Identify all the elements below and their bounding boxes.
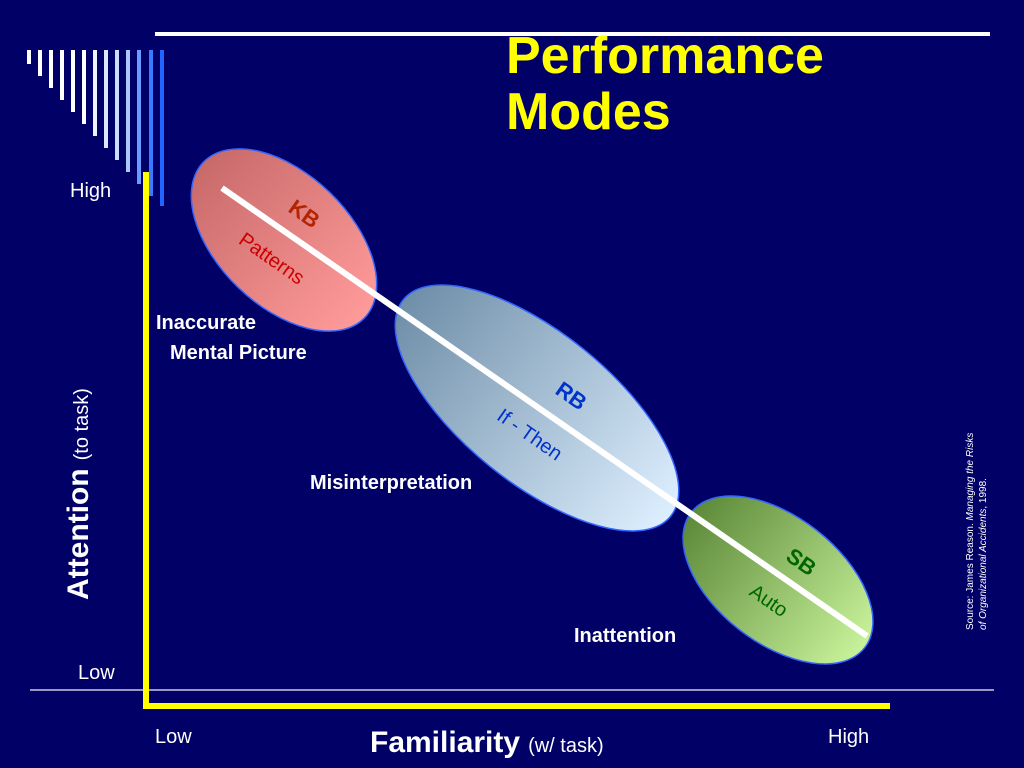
sb-ellipse [682, 495, 874, 665]
rb-error-label: Misinterpretation [310, 472, 473, 494]
page-title: Performance Modes [506, 28, 824, 140]
x-axis-low-label: Low [155, 726, 192, 748]
x-axis-sublabel: (w/ task) [528, 735, 604, 757]
y-axis-low-label: Low [78, 662, 115, 684]
y-axis-label: Attention [62, 468, 95, 600]
source-line-2-italic: of Organizational Accidents [978, 508, 989, 630]
x-axis-label: Familiarity [370, 726, 521, 759]
source-note: Source: James Reason. Managing the Risks… [964, 433, 990, 630]
title-line-1: Performance [506, 27, 824, 85]
y-axis-high-label: High [70, 180, 112, 202]
x-axis-high-label: High [828, 726, 870, 748]
source-line-1-italic: Managing the Risks [965, 432, 976, 521]
kb-error-line-1: Inaccurate [156, 312, 257, 334]
y-axis-sublabel: (to task) [71, 388, 93, 461]
y-axis-title: Attention (to task) [62, 388, 96, 600]
diagonal-line [220, 185, 869, 639]
title-line-2: Modes [506, 83, 671, 141]
decorative-stripes [27, 50, 164, 206]
kb-error-line-2: Mental Picture [170, 342, 307, 364]
x-axis-title: Familiarity (w/ task) [370, 726, 604, 760]
sb-error-label: Inattention [574, 625, 677, 647]
kb-error-label: Inaccurate Mental Picture [156, 308, 307, 368]
kb-ellipse [190, 148, 378, 332]
source-line-1-plain: Source: James Reason. [965, 520, 976, 630]
source-line-2-plain: , 1998. [978, 478, 989, 509]
